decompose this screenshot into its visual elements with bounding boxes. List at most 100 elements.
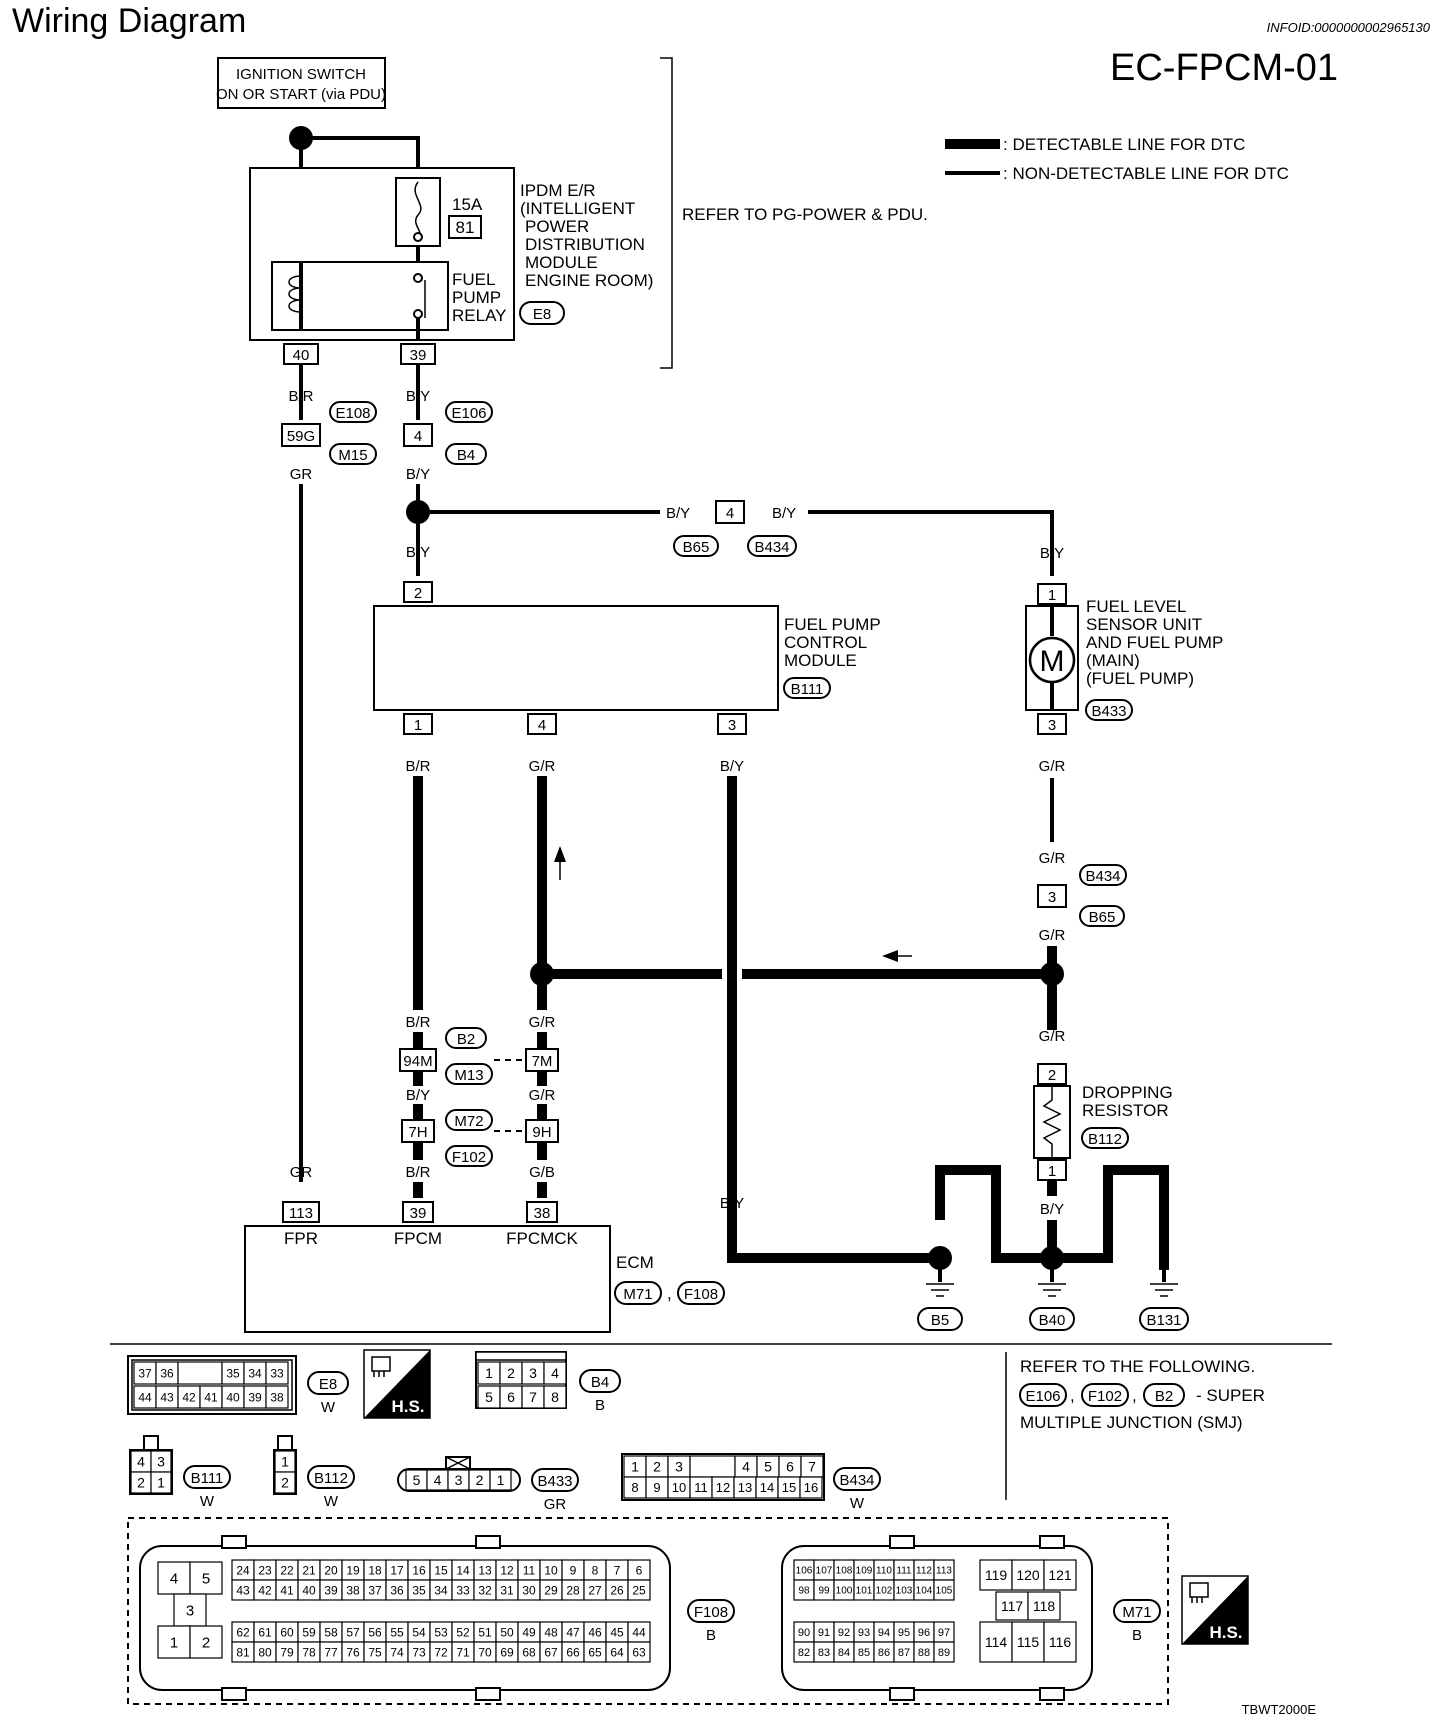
connector-pin-cell xyxy=(627,1641,651,1663)
b65-joint-terminal: 4 xyxy=(726,505,734,522)
connector-pin-cell xyxy=(265,1361,289,1385)
connector-pin-number: 41 xyxy=(204,1390,218,1404)
ecm-conn-m71: M71 xyxy=(623,1286,652,1303)
connector-pin-number: 6 xyxy=(636,1563,643,1577)
ecm-box xyxy=(244,1225,611,1333)
connector-pin-number: 96 xyxy=(918,1627,930,1639)
connector-pin-number: 23 xyxy=(258,1563,272,1577)
resistor-wire-in: G/R xyxy=(1039,1028,1066,1045)
jb-7m-terminal: 7M xyxy=(532,1053,553,1070)
connector-pin-number: 50 xyxy=(500,1625,514,1639)
refer-smj-sep-2: , xyxy=(1132,1386,1137,1405)
ipdm-label-line2: (INTELLIGENT xyxy=(520,199,635,218)
connector-pin-number: 14 xyxy=(760,1480,774,1495)
connector-pin-number: 69 xyxy=(500,1645,514,1659)
connector-pin-cell xyxy=(150,1471,172,1494)
ecm-pin-38-label: 38 xyxy=(534,1205,551,1222)
b65-joint-conn-right-badge xyxy=(747,535,797,557)
connector-pin-number: 6 xyxy=(507,1389,515,1405)
jb-by-mid: B/Y xyxy=(406,1087,430,1104)
connector-pin-cell xyxy=(627,1579,651,1601)
connector-pin-number: 73 xyxy=(412,1645,426,1659)
connector-pin-number: 33 xyxy=(270,1366,284,1380)
connector-pin-number: 116 xyxy=(1049,1634,1072,1650)
connector-pin-number: 15 xyxy=(782,1480,796,1495)
refer-smj-line3: MULTIPLE JUNCTION (SMJ) xyxy=(1020,1413,1243,1432)
connector-pin-number: 4 xyxy=(434,1472,442,1488)
connector-pin-cell xyxy=(189,1625,223,1659)
connector-f108-id: F108 xyxy=(694,1604,728,1621)
jb-b2: B2 xyxy=(457,1031,475,1048)
connector-pin-number: 36 xyxy=(160,1366,174,1380)
relay-label-line1: FUEL xyxy=(452,270,495,289)
connector-pin-number: 3 xyxy=(675,1459,683,1475)
fuel-pump-label-line1: FUEL LEVEL xyxy=(1086,597,1186,616)
connector-pin-number: 90 xyxy=(798,1627,810,1639)
hs-icon: H.S. xyxy=(363,1349,431,1419)
connector-pin-number: 100 xyxy=(836,1586,853,1597)
ecm-conn-f108: F108 xyxy=(684,1286,718,1303)
connector-pin-number: 3 xyxy=(529,1365,537,1381)
connector-pin-number: 2 xyxy=(281,1475,289,1491)
jb-f102: F102 xyxy=(452,1149,486,1166)
legend-non-detectable-label: : NON-DETECTABLE LINE FOR DTC xyxy=(1003,164,1289,183)
svg-text:H.S.: H.S. xyxy=(1209,1623,1242,1642)
connector-e8-id: E8 xyxy=(319,1376,337,1393)
jb-gr-mid: G/R xyxy=(529,1087,556,1104)
signal-arrow-left xyxy=(882,950,898,962)
connector-pin-number: 34 xyxy=(248,1366,262,1380)
connector-pin-number: 120 xyxy=(1016,1567,1040,1583)
connector-pin-number: 7 xyxy=(529,1389,537,1405)
connector-pin-number: 88 xyxy=(918,1647,930,1659)
b65-joint-connector xyxy=(715,500,745,524)
connector-pin-number: 82 xyxy=(798,1647,810,1659)
connector-b111-badge xyxy=(183,1465,231,1489)
connector-pin-number: 17 xyxy=(390,1563,404,1577)
refer-smj-f102-badge xyxy=(1081,1383,1129,1407)
signal-arrow-up xyxy=(554,846,566,862)
connector-pin-number: 40 xyxy=(302,1583,316,1597)
mid-joint-conn-bottom-badge xyxy=(445,443,487,465)
jb-9h-terminal: 9H xyxy=(532,1124,551,1141)
wire-b5-loop xyxy=(935,1165,1052,1263)
connector-pin-number: 16 xyxy=(804,1480,818,1495)
svg-text:H.S.: H.S. xyxy=(391,1397,424,1416)
fuel-pump-label-line5: (FUEL PUMP) xyxy=(1086,669,1194,688)
connector-pin-number: 63 xyxy=(632,1645,646,1659)
connector-pin-number: 110 xyxy=(876,1566,892,1577)
connector-pin-number: 15 xyxy=(434,1563,448,1577)
connector-pin-cell xyxy=(1043,1559,1077,1591)
jb-m72: M72 xyxy=(454,1113,483,1130)
connector-pin-cell xyxy=(995,1591,1029,1621)
connector-pin-number: 11 xyxy=(694,1480,708,1495)
connector-pin-number: 13 xyxy=(478,1563,492,1577)
connector-pin-number: 111 xyxy=(896,1566,912,1577)
fpcm-pin-2 xyxy=(403,581,433,603)
legend-detectable-label: : DETECTABLE LINE FOR DTC xyxy=(1003,135,1245,154)
ignition-feed-wire xyxy=(301,136,420,178)
right-joint-conn-top: B434 xyxy=(1085,868,1120,885)
jb-br-bottom: B/R xyxy=(405,1164,430,1181)
wire-fpcm3-to-b5 xyxy=(727,1214,940,1263)
connector-pin-number: 4 xyxy=(170,1570,178,1587)
connector-pin-number: 117 xyxy=(1001,1598,1024,1614)
refer-smj-e106-badge xyxy=(1019,1383,1067,1407)
connector-pin-number: 103 xyxy=(896,1586,913,1597)
ecm-conn-separator: , xyxy=(667,1284,672,1303)
connector-pin-number: 119 xyxy=(985,1567,1008,1583)
ipdm-connector-badge xyxy=(519,301,565,325)
connector-b111-color: W xyxy=(200,1493,215,1510)
fuel-pump-label-line3: AND FUEL PUMP xyxy=(1086,633,1223,652)
connector-pin-number: 85 xyxy=(858,1647,870,1659)
connector-pin-number: 2 xyxy=(137,1475,145,1491)
resistor-pin-2 xyxy=(1037,1063,1067,1085)
connector-pin-number: 109 xyxy=(856,1566,873,1577)
connector-pin-number: 4 xyxy=(742,1459,750,1475)
connector-pin-number: 1 xyxy=(631,1459,639,1475)
connector-pin-number: 12 xyxy=(716,1480,730,1495)
connector-pin-number: 1 xyxy=(281,1454,289,1470)
right-wire-bottom: G/R xyxy=(1039,927,1066,944)
connector-pin-number: 72 xyxy=(434,1645,448,1659)
